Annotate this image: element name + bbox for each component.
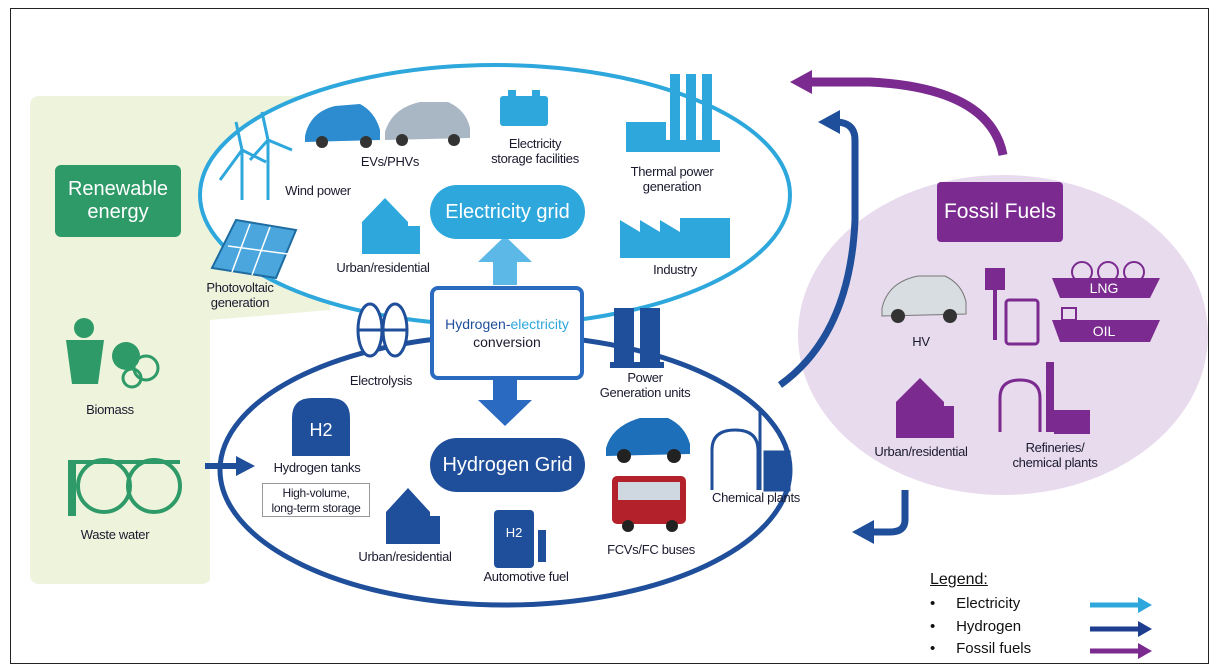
fuel-pump-symbol: H2 (505, 524, 523, 540)
chemical-plant-icon (710, 410, 791, 492)
chemical-plants-label: Chemical plants (712, 490, 800, 505)
h2-tank-symbol: H2 (309, 419, 333, 440)
power-generation-units-label: Power Generation units (580, 370, 710, 400)
battery-icon (500, 90, 548, 126)
legend: Legend: • Electricity • Hydrogen • Fossi… (930, 570, 1170, 660)
photovoltaic-line2: generation (210, 295, 270, 310)
legend-label-hydrogen: Hydrogen (956, 618, 1022, 635)
hydrogen-grid-pill (430, 438, 585, 492)
urban-residential-fossil-label: Urban/residential (874, 444, 968, 459)
storage-line2: storage facilities (491, 151, 579, 166)
thermal-power-label: Thermal power generation (612, 164, 732, 194)
legend-item-fossil: • Fossil fuels (930, 640, 1032, 657)
thermal-line2: generation (642, 179, 702, 194)
oil-label: OIL (1092, 323, 1116, 339)
power-generation-units-icon (610, 308, 664, 368)
house-icon-hydrogen (386, 488, 440, 544)
power-units-line1: Power (627, 370, 663, 385)
hydrogen-tanks-label: Hydrogen tanks (273, 460, 361, 475)
hydrogen-flow-arrow-up (777, 118, 859, 388)
storage-line1: Electricity (508, 136, 562, 151)
electrolysis-label: Electrolysis (349, 373, 413, 388)
fuel-pump-icon (494, 510, 546, 568)
waste-water-icon (68, 458, 182, 516)
electricity-grid-pill (430, 185, 585, 239)
gas-station-icon (985, 268, 1040, 346)
automotive-fuel-label: Automotive fuel (483, 569, 569, 584)
biomass-icon (66, 318, 160, 389)
lng-label: LNG (1089, 280, 1119, 296)
electrolysis-icon (356, 302, 409, 358)
ev-car-icon (305, 102, 470, 148)
fossil-flow-arrow (800, 77, 1008, 157)
thermal-power-plant-icon (626, 74, 720, 152)
photovoltaic-line1: Photovoltaic (206, 280, 274, 295)
conversion-box (430, 286, 584, 380)
biomass-label: Biomass (86, 402, 134, 417)
legend-arrows (1090, 597, 1152, 659)
renewable-title: Renewable energy (55, 165, 181, 237)
legend-item-electricity: • Electricity (930, 595, 1021, 612)
refinery-icon (998, 362, 1090, 434)
factory-icon (620, 218, 730, 258)
industry-label: Industry (653, 262, 697, 277)
hv-label: HV (912, 334, 930, 349)
legend-label-electricity: Electricity (956, 595, 1021, 612)
urban-residential-electricity-label: Urban/residential (336, 260, 430, 275)
fossil-title-box (937, 182, 1063, 242)
oil-tanker-icon (1052, 307, 1160, 342)
power-units-line2: Generation units (599, 385, 691, 400)
photovoltaic-label: Photovoltaic generation (190, 280, 290, 310)
fc-bus-icon (612, 476, 686, 532)
refineries-line2: chemical plants (1012, 455, 1098, 470)
solar-panel-icon (210, 218, 298, 280)
conversion-title-line2: conversion (473, 334, 541, 350)
hydrogen-tank-icon (292, 398, 350, 456)
renewable-title-line1: Renewable (67, 178, 169, 200)
evs-label: EVs/PHVs (360, 154, 420, 169)
figure-frame (10, 8, 1209, 664)
renewable-title-line2: energy (87, 201, 149, 223)
storage-box-text: High-volume, long-term storage (263, 484, 369, 516)
fossil-title: Fossil Fuels (943, 200, 1057, 223)
storage-box-line1: High-volume, (282, 486, 350, 500)
refineries-line1: Refineries/ (1025, 440, 1085, 455)
conversion-title: Hydrogen-electricity conversion (436, 300, 578, 366)
wind-turbine-icon (218, 111, 293, 200)
hv-car-icon (881, 275, 967, 323)
house-icon-fossil (896, 378, 954, 438)
thermal-line1: Thermal power (630, 164, 714, 179)
storage-box-line2: long-term storage (271, 501, 361, 515)
conversion-up-arrow (478, 236, 532, 285)
lng-ship-icon (1052, 261, 1160, 298)
storage-facilities-label: Electricity storage facilities (480, 136, 590, 166)
electricity-grid-title: Electricity grid (445, 200, 570, 223)
house-icon (362, 198, 420, 254)
conversion-title-part2: electricity (510, 316, 569, 332)
wind-power-label: Wind power (285, 183, 351, 198)
waste-water-label: Waste water (80, 527, 150, 542)
fcvs-label: FCVs/FC buses (607, 542, 695, 557)
legend-title: Legend: (930, 571, 988, 588)
fcv-car-icon (606, 418, 690, 463)
conversion-title-part1: Hydrogen- (445, 316, 511, 332)
legend-label-fossil: Fossil fuels (956, 640, 1032, 657)
urban-residential-hydrogen-label: Urban/residential (358, 549, 452, 564)
renewable-title-box (55, 165, 181, 237)
storage-box: High-volume, long-term storage (262, 483, 370, 517)
hydrogen-grid-title: Hydrogen Grid (442, 453, 573, 476)
conversion-down-arrow (478, 380, 532, 426)
legend-item-hydrogen: • Hydrogen (930, 618, 1022, 635)
refineries-label: Refineries/ chemical plants (990, 440, 1120, 470)
hydrogen-flow-arrow-down (870, 490, 909, 536)
